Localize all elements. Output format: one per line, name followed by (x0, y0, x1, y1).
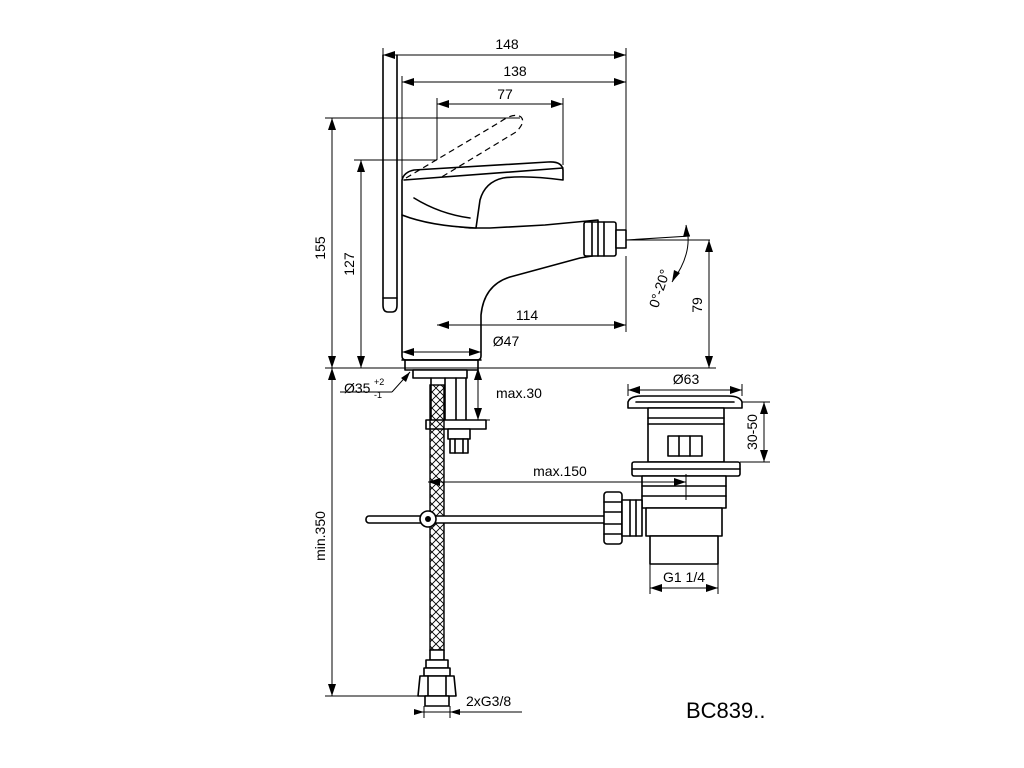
dimension-lines (325, 48, 770, 718)
lever-open-position (405, 114, 524, 179)
product-code: BC839.. (686, 698, 766, 723)
label-79: 79 (689, 297, 705, 313)
label-tolerance-plus: +2 (374, 377, 384, 387)
label-hose-thread: 2xG3/8 (466, 693, 511, 709)
label-min-350: min.350 (312, 511, 328, 561)
label-tolerance-minus: -1 (374, 390, 382, 400)
waste-assembly (603, 395, 743, 565)
label-114: 114 (516, 307, 539, 323)
label-spray-angle: 0°-20° (646, 267, 673, 309)
label-127: 127 (341, 252, 357, 276)
label-diameter-47: Ø47 (493, 333, 520, 349)
label-77: 77 (497, 86, 513, 102)
mounting-assembly (412, 369, 487, 454)
label-155: 155 (312, 236, 328, 260)
label-diameter-63: Ø63 (673, 371, 700, 387)
dimension-labels: 148 138 77 155 127 114 Ø47 0°-20° 79 Ø35… (312, 36, 766, 723)
label-max-150: max.150 (533, 463, 587, 479)
popup-rod (365, 510, 611, 528)
label-diameter-35: Ø35 (344, 380, 371, 396)
label-max-30: max.30 (496, 385, 542, 401)
mixer-body (382, 54, 627, 371)
label-g1-1-4: G1 1/4 (663, 569, 705, 585)
label-30-50: 30-50 (744, 414, 760, 450)
label-138: 138 (503, 63, 527, 79)
label-148: 148 (495, 36, 519, 52)
